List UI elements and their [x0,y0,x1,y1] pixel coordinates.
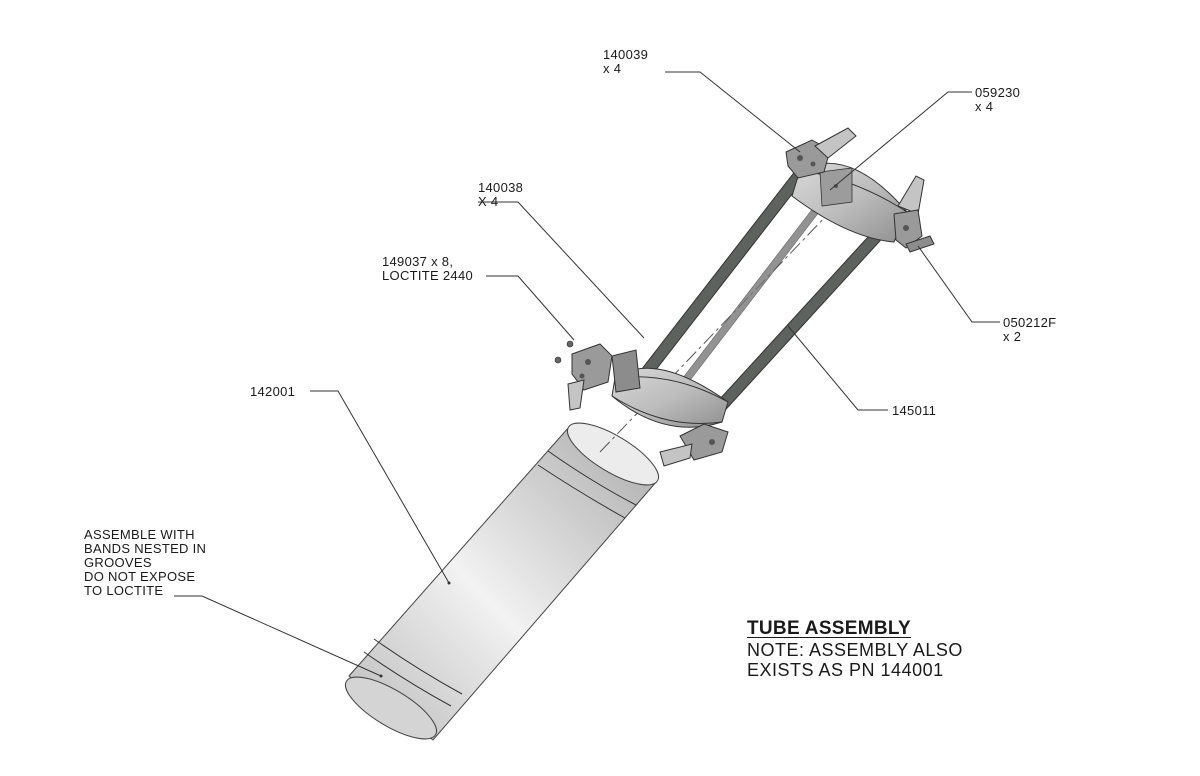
callout-059230-part: 059230 [975,85,1021,100]
assembly-note-line-5: TO LOCTITE [84,583,164,598]
drawing-title: TUBE ASSEMBLY [747,618,912,639]
callout-140039-part: 140039 [603,47,649,62]
latch-140039-upper-right [893,175,935,253]
callout-059230: 059230 x 4 [975,86,1020,114]
latch-140038-lower-left [554,340,613,411]
callout-140038-part: 140038 [478,180,524,195]
lower-ring [611,349,729,428]
callout-050212f: 050212F x 2 [1003,316,1056,344]
assembly-note-line-1: ASSEMBLE WITH [84,527,195,542]
callout-140039: 140039 x 4 [603,48,648,76]
callout-145011: 145011 [892,404,936,418]
leader-lines [174,71,1000,677]
callout-050212f-qty: x 2 [1003,329,1022,344]
callout-149037-part: 149037 x 8, [382,254,454,269]
callout-145011-part: 145011 [892,403,937,418]
callout-140038: 140038 X 4 [478,181,523,209]
callout-059230-qty: x 4 [975,99,994,114]
title-note-line-1: NOTE: ASSEMBLY ALSO [747,640,963,660]
title-block: TUBE ASSEMBLY NOTE: ASSEMBLY ALSO EXISTS… [747,618,963,680]
title-note-line-2: EXISTS AS PN 144001 [747,660,944,680]
callout-140038-qty: X 4 [478,194,499,209]
assembly-note-line-2: BANDS NESTED IN [84,541,207,556]
callout-149037-note: LOCTITE 2440 [382,268,474,283]
latch-140038-lower-right [659,423,729,467]
callout-149037: 149037 x 8, LOCTITE 2440 [382,255,473,283]
callout-142001-part: 142001 [250,384,296,399]
callout-assembly-note: ASSEMBLE WITH BANDS NESTED IN GROOVES DO… [84,528,206,598]
callout-142001: 142001 [250,385,295,399]
main-tube-142001 [344,422,660,741]
assembly-note-line-3: GROOVES [84,555,152,570]
assembly-note-line-4: DO NOT EXPOSE [84,569,196,584]
callout-050212f-part: 050212F [1003,315,1057,330]
callout-140039-qty: x 4 [603,61,622,76]
